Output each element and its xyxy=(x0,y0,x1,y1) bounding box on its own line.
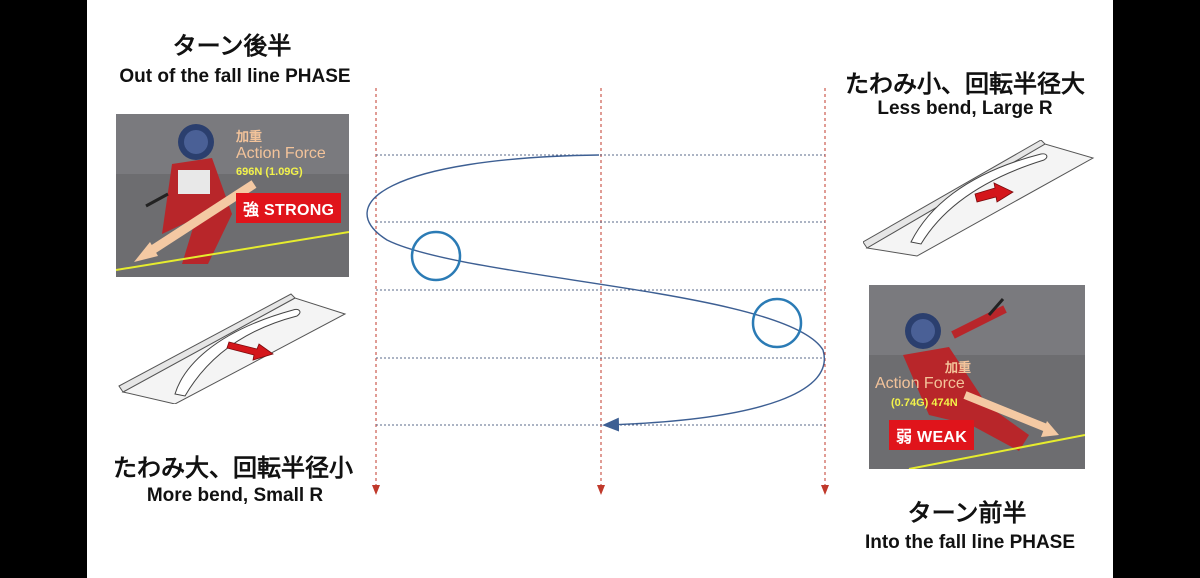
slide: ターン後半 Out of the fall line PHASE たわみ小、回転… xyxy=(87,0,1113,578)
ski-bend-diagram-large xyxy=(118,293,347,404)
subheading-out-of-fall-line: Out of the fall line PHASE xyxy=(119,66,351,87)
action-force-value: (0.74G) 474N xyxy=(891,397,958,409)
action-force-label: Action Force xyxy=(875,375,965,392)
bend-arrow-icon xyxy=(974,182,1014,203)
action-force-label: Action Force xyxy=(236,145,326,162)
bend-arrow-icon xyxy=(226,341,274,361)
ski-bend-diagram-small xyxy=(863,140,1095,257)
heading-more-bend: たわみ大、回転半径小 xyxy=(113,455,353,482)
strong-badge: 強 STRONG xyxy=(236,193,342,223)
action-force-label-jp: 加重 xyxy=(945,360,972,375)
skier-photo-strong: 加重 Action Force 696N (1.09G) 強 STRONG xyxy=(116,114,349,277)
horizontal-guide-lines xyxy=(376,154,825,426)
weak-badge: 弱 WEAK xyxy=(889,420,975,450)
vertical-guide-lines xyxy=(372,88,829,495)
heading-turn-first-half: ターン前半 xyxy=(907,500,1027,527)
skier-photo-weak: 加重 Action Force (0.74G) 474N 弱 WEAK xyxy=(869,285,1085,469)
turn-diagram xyxy=(366,88,829,495)
subheading-large-r: Less bend, Large R xyxy=(877,98,1053,119)
action-force-value: 696N (1.09G) xyxy=(236,166,303,178)
subheading-small-r: More bend, Small R xyxy=(146,485,324,506)
turn-path xyxy=(366,154,825,432)
action-force-label-jp: 加重 xyxy=(236,129,263,144)
subheading-into-fall-line: Into the fall line PHASE xyxy=(864,532,1076,553)
heading-turn-second-half: ターン後半 xyxy=(172,33,292,60)
turn-highlight-circle-left xyxy=(410,230,462,282)
heading-less-bend: たわみ小、回転半径大 xyxy=(845,71,1085,98)
turn-highlight-circle-right xyxy=(751,297,803,349)
